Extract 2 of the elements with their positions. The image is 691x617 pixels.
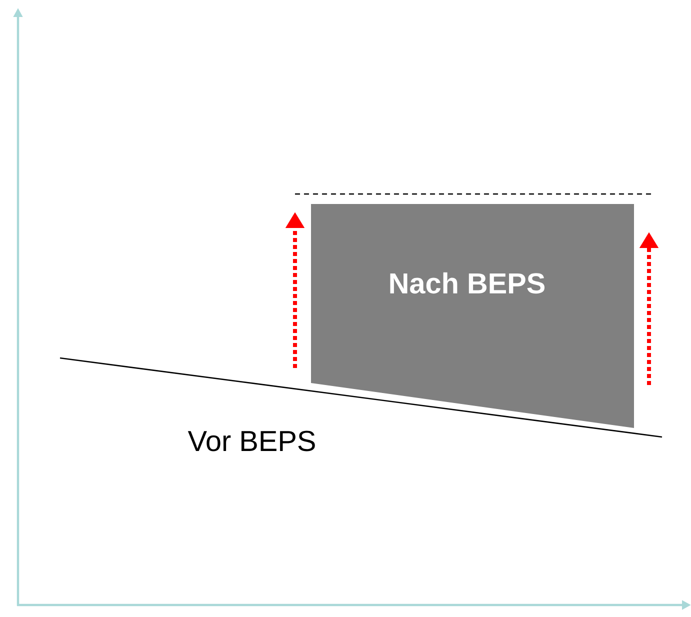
shaded-trapezoid: Nach BEPS <box>311 204 634 428</box>
curve-label: Vor BEPS <box>188 430 315 452</box>
